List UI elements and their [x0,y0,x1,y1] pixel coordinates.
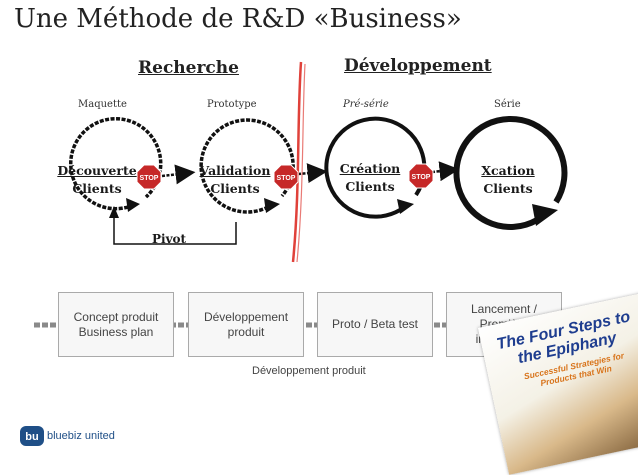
logo-mark: bu [25,431,38,443]
logo-name: bluebiz united [47,430,115,442]
pivot-arrowhead [109,206,119,218]
process-box-concept-text: Concept produit Business plan [73,309,159,339]
loop-validation [199,118,295,214]
label-decouverte: Découverte Clients [52,162,142,198]
label-validation-line1: Validation [199,163,271,178]
bluebiz-logo-icon: bu [20,426,44,446]
loop-xcation [453,115,568,230]
label-creation-line2: Clients [345,179,395,194]
label-xcation: Xcation Clients [463,162,553,198]
arrow-1-2 [161,164,196,185]
pivot-label: Pivot [152,232,187,246]
label-xcation-line1: Xcation [481,163,535,178]
stage-serie: Série [494,99,521,110]
process-box-developpement: Développement produit [188,292,304,357]
arrow-3-4 [431,161,460,182]
process-box-proto-text: Proto / Beta test [331,317,419,331]
slide-title: Une Méthode de R&D «Business» [14,4,462,34]
process-box-developpement-text: Développement produit [203,309,289,339]
section-developpement: Développement [344,56,492,76]
stage-maquette: Maquette [78,99,127,110]
stop-sign-icon: STOP [136,164,162,190]
process-caption: Développement produit [252,365,366,377]
label-validation-line2: Clients [210,181,260,196]
label-creation-line1: Création [339,161,401,176]
divider-line [291,61,303,263]
pivot-feedback-line [113,214,237,245]
arrow-2-3 [297,163,328,184]
stop-sign-icon: STOP [408,163,434,189]
process-box-concept: Concept produit Business plan [58,292,174,357]
stop-sign-text: STOP [412,174,431,181]
section-recherche: Recherche [138,58,239,78]
stop-sign-icon: STOP [273,164,299,190]
loop-creation [324,116,427,219]
label-decouverte-line1: Découverte [57,163,137,178]
process-box-proto: Proto / Beta test [317,292,433,357]
stage-prototype: Prototype [207,99,257,110]
label-creation: Création Clients [325,160,415,196]
stop-sign-text: STOP [140,175,159,182]
stage-pre-serie: Pré-série [343,99,389,110]
stop-sign-text: STOP [277,175,296,182]
label-validation: Validation Clients [190,162,280,198]
label-decouverte-line2: Clients [72,181,122,196]
label-xcation-line2: Clients [483,181,533,196]
loop-decouverte [68,117,163,212]
